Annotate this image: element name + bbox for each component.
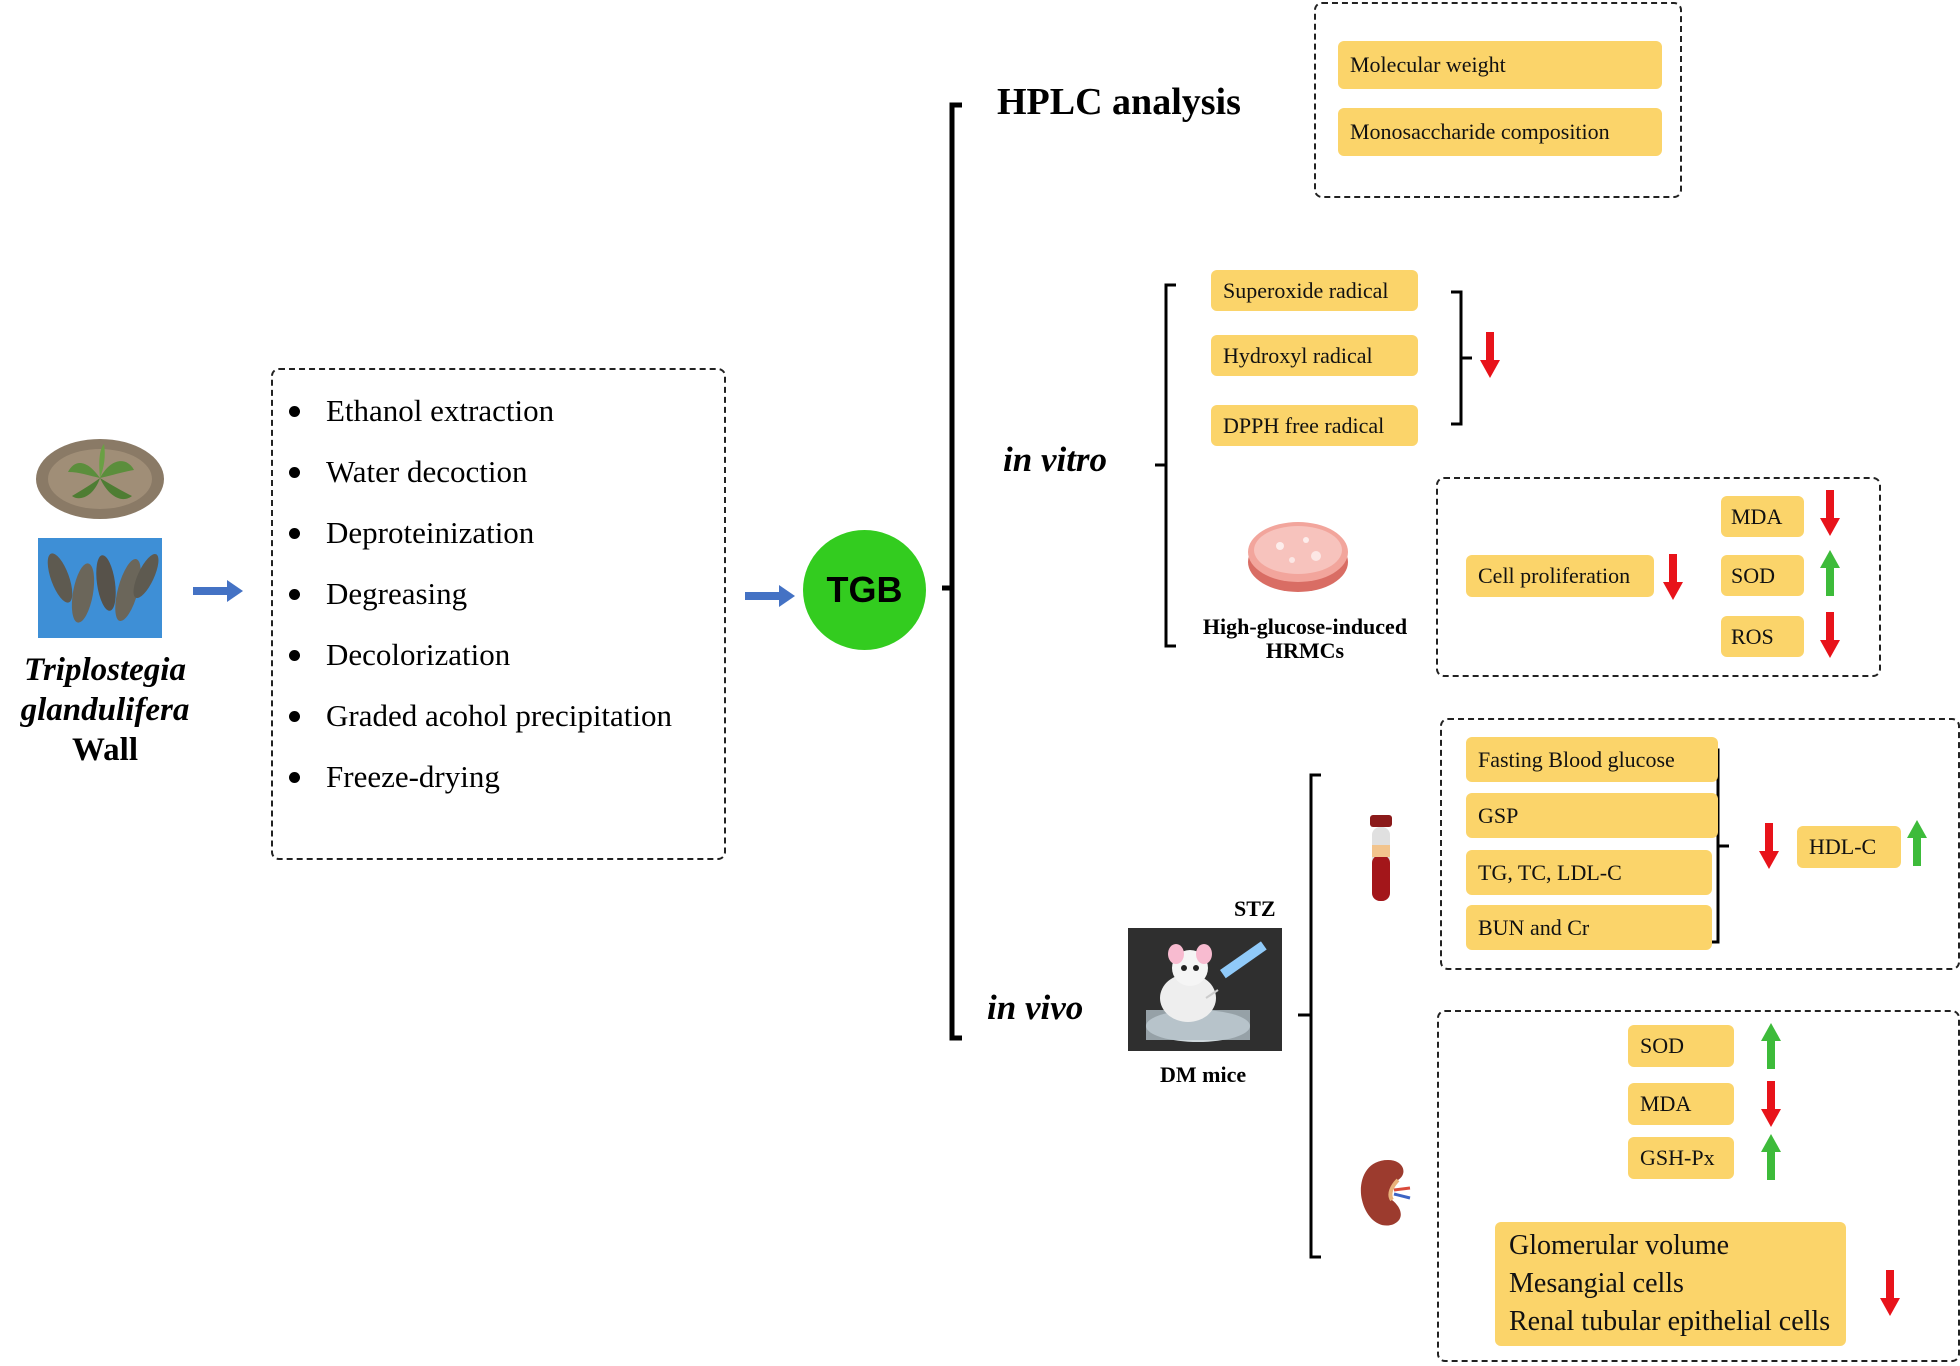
in-vivo-title: in vivo	[987, 988, 1084, 1027]
arrow-right-icon	[193, 580, 243, 602]
process-steps: Ethanol extraction Water decoction Depro…	[271, 380, 731, 807]
tgb-node: TGB	[803, 530, 926, 650]
process-step: Ethanol extraction	[271, 380, 731, 441]
bun-cr-box: BUN and Cr	[1466, 905, 1712, 950]
root-photo	[38, 538, 162, 638]
petri-dish-image	[1246, 506, 1350, 596]
dm-mice-label: DM mice	[1160, 1062, 1247, 1087]
mda-box: MDA	[1721, 496, 1804, 537]
process-step: Degreasing	[271, 563, 731, 624]
renal-tubular-text: Renal tubular epithelial cells	[1509, 1306, 1831, 1337]
ros-box: ROS	[1721, 616, 1804, 657]
superoxide-radical-box: Superoxide radical	[1211, 270, 1418, 311]
process-step: Deproteinization	[271, 502, 731, 563]
lipids-box: TG, TC, LDL-C	[1466, 850, 1712, 895]
mesangial-cells-text: Mesangial cells	[1509, 1268, 1684, 1299]
process-step: Decolorization	[271, 624, 731, 685]
process-step: Freeze-drying	[271, 746, 731, 807]
kidney-gsh-px-box: GSH-Px	[1628, 1137, 1734, 1179]
process-step: Graded acohol precipitation	[271, 685, 731, 746]
kidney-sod-box: SOD	[1628, 1025, 1734, 1067]
hydroxyl-radical-box: Hydroxyl radical	[1211, 335, 1418, 376]
kidney-markers-box	[1437, 1010, 1960, 1362]
blood-tube-icon	[1367, 815, 1395, 905]
kidney-mda-box: MDA	[1628, 1083, 1734, 1125]
sod-box: SOD	[1721, 555, 1804, 596]
plant-name-species: glandulifera	[20, 692, 190, 728]
plant-name-genus: Triplostegia	[24, 652, 186, 688]
plant-name-author: Wall	[71, 732, 139, 768]
plant-name: Triplostegia glandulifera Wall	[0, 650, 210, 770]
hdl-c-box: HDL-C	[1797, 826, 1901, 868]
hrmc-label: High-glucose-induced HRMCs	[1202, 614, 1408, 663]
glomerular-volume-text: Glomerular volume	[1509, 1230, 1730, 1261]
hplc-title: HPLC analysis	[997, 81, 1241, 123]
molecular-weight-box: Molecular weight	[1338, 41, 1662, 89]
fasting-glucose-box: Fasting Blood glucose	[1466, 737, 1718, 782]
process-box	[271, 368, 726, 860]
kidney-icon	[1354, 1154, 1412, 1234]
blood-markers-box	[1440, 718, 1960, 970]
tgb-label: TGB	[826, 569, 903, 610]
mouse-image	[1128, 928, 1282, 1051]
plant-photo	[34, 438, 166, 520]
cell-proliferation-box: Cell proliferation	[1466, 555, 1654, 597]
cell-effects-box	[1436, 477, 1881, 677]
dpph-radical-box: DPPH free radical	[1211, 405, 1418, 446]
process-step: Water decoction	[271, 441, 731, 502]
gsp-box: GSP	[1466, 793, 1718, 838]
hplc-box	[1314, 2, 1682, 198]
arrow-right-icon	[745, 585, 795, 607]
histology-box: Glomerular volume Mesangial cells Renal …	[1495, 1222, 1846, 1346]
monosaccharide-box: Monosaccharide composition	[1338, 108, 1662, 156]
stz-label: STZ	[1234, 896, 1276, 921]
in-vitro-title: in vitro	[1003, 440, 1108, 479]
